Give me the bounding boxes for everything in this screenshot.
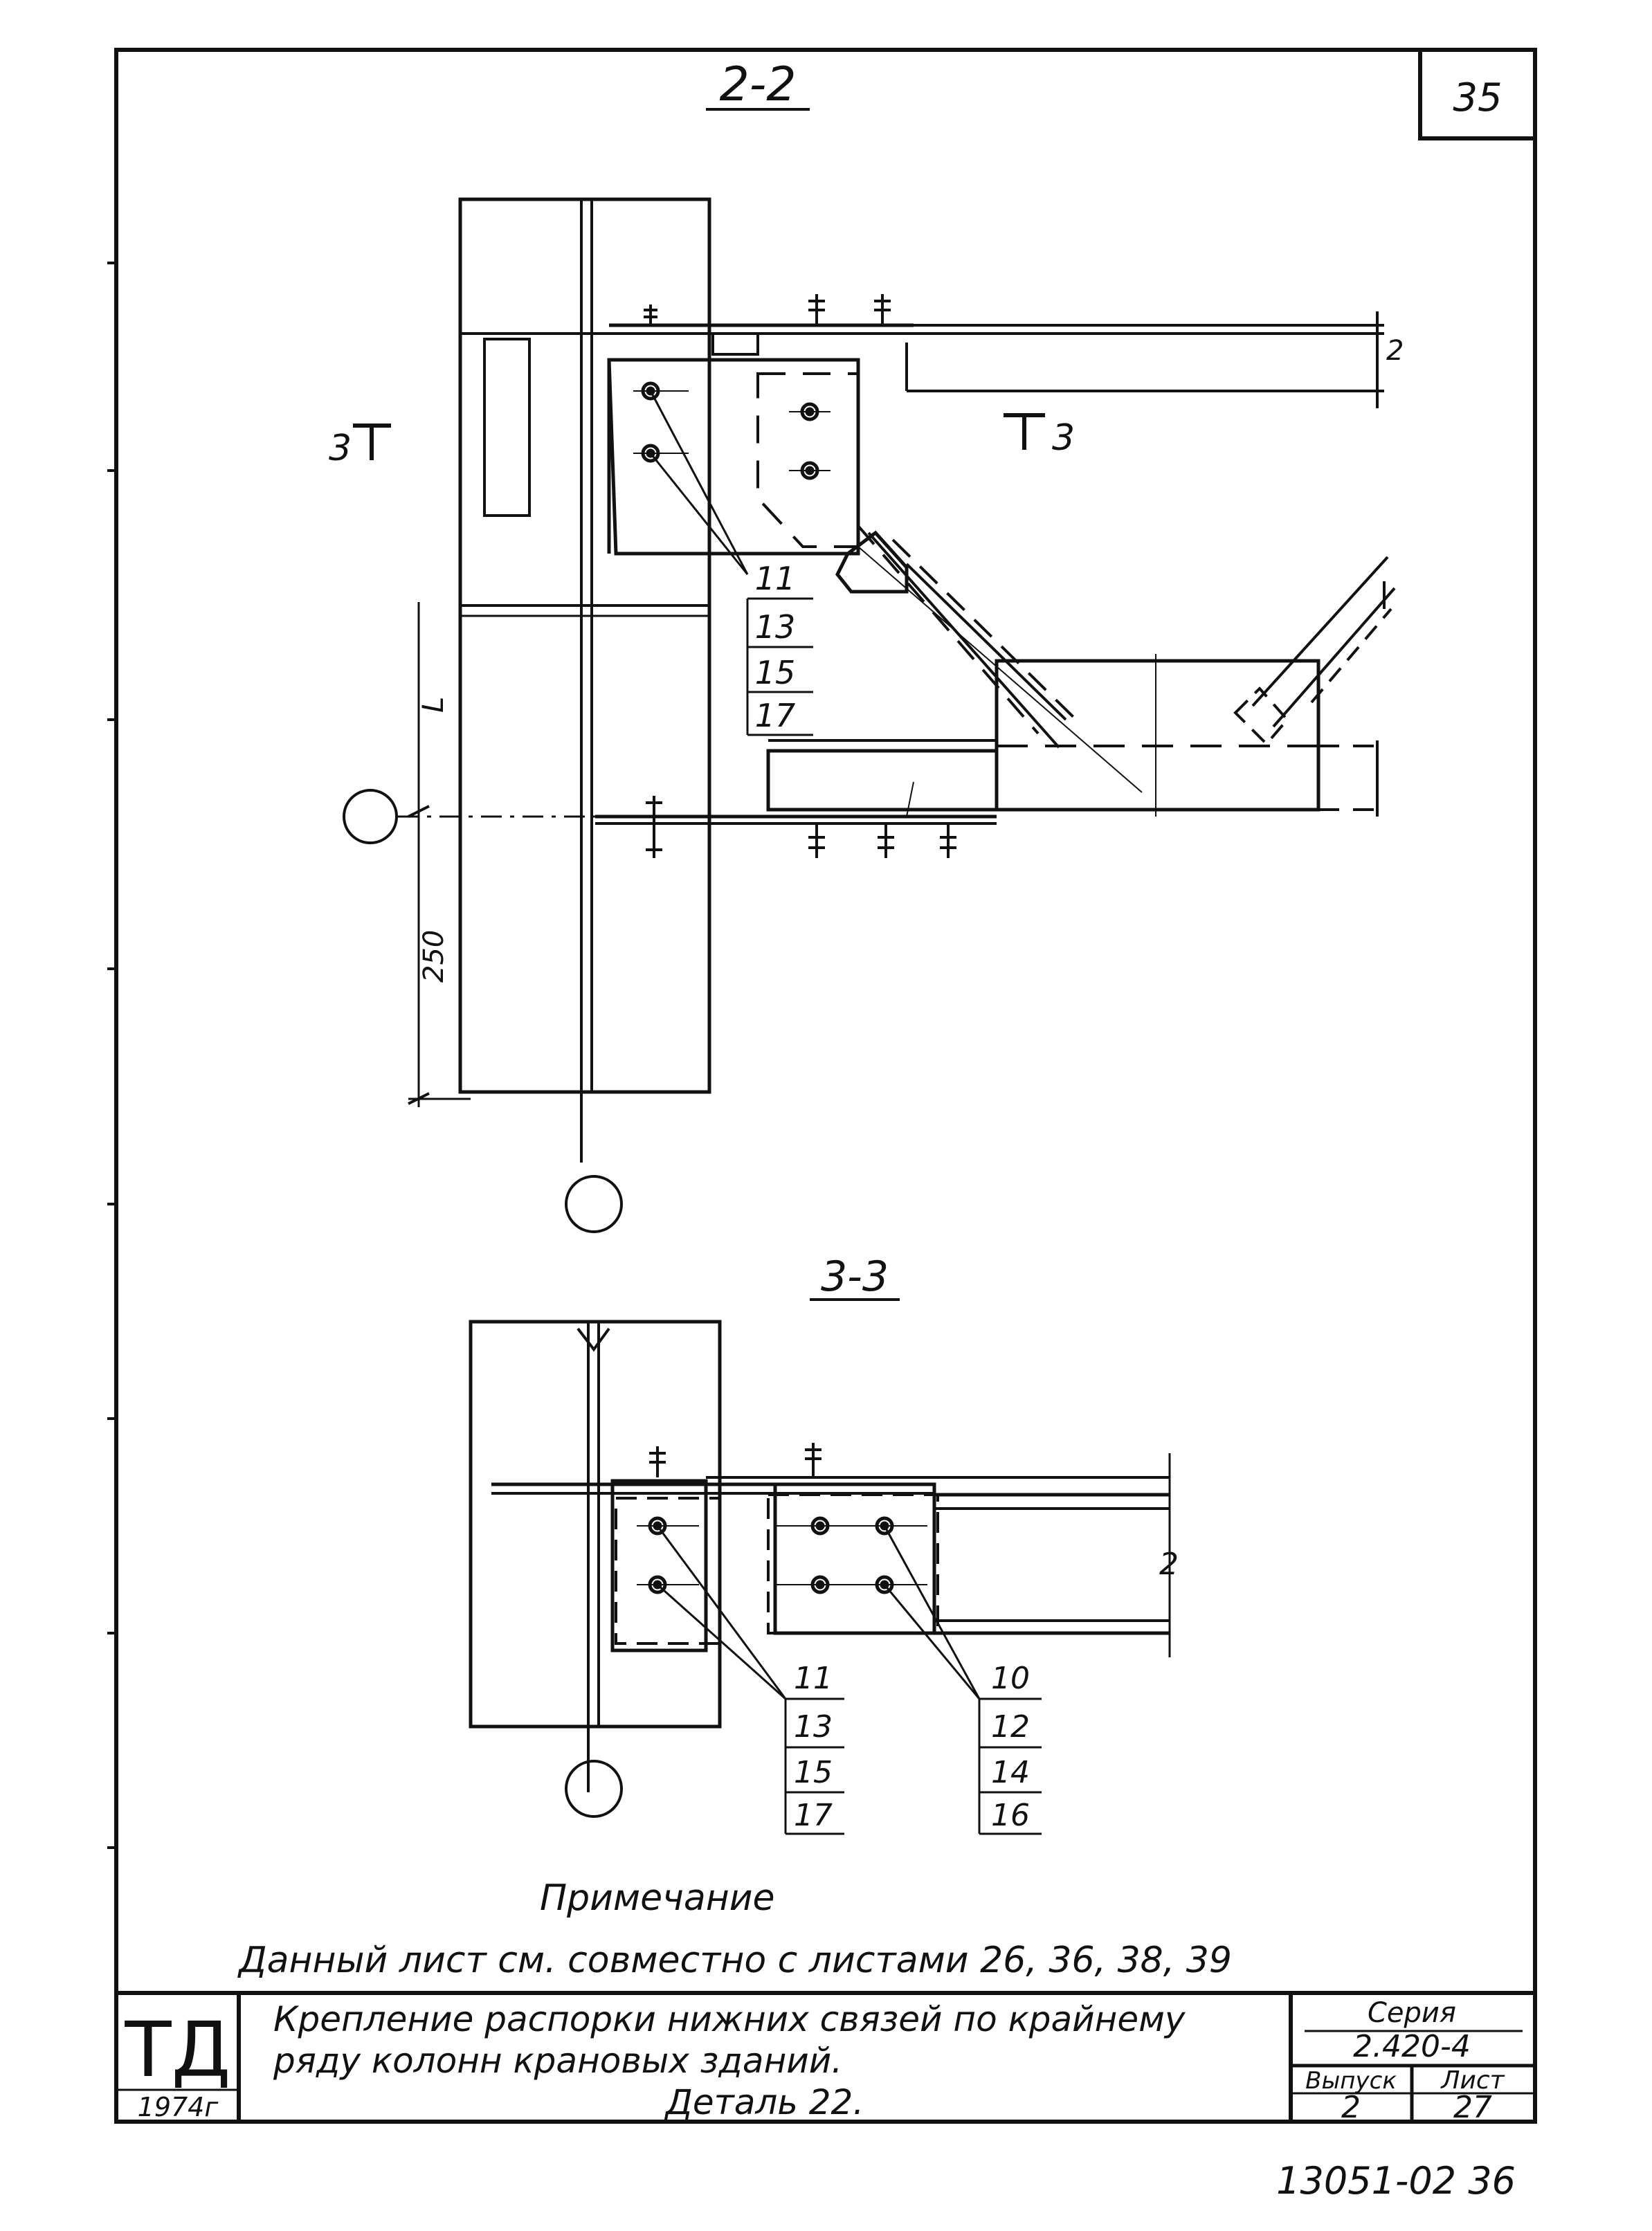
bolt-hole (789, 402, 830, 421)
callout-group-b: 11 13 15 17 (794, 1661, 833, 1833)
sheet-frame (107, 48, 1537, 2124)
issue-value: 2 (1341, 2090, 1361, 2125)
callout-number: 13 (755, 608, 796, 646)
bolt-hole (775, 1575, 927, 1594)
sheet-label: Лист (1440, 2066, 1505, 2095)
callout-number: 11 (794, 1661, 833, 1696)
document-number: 13051-02 36 (1276, 2159, 1516, 2203)
bolt-hole (789, 461, 830, 480)
year: 1974г (138, 2092, 219, 2122)
callout-number: 17 (755, 697, 796, 734)
cut-mark-label-left: 3 (329, 428, 352, 469)
callout-group-a: 11 13 15 17 (755, 560, 796, 734)
title-block (116, 1991, 1535, 2122)
bolt-hole (633, 381, 689, 401)
joint-mark: 2 (1386, 335, 1404, 367)
callout-number: 16 (991, 1798, 1030, 1833)
callout-number: 13 (794, 1709, 833, 1745)
joint-mark-3-3: 2 (1159, 1547, 1179, 1582)
note-heading: Примечание (540, 1877, 775, 1919)
callout-number: 12 (991, 1709, 1030, 1745)
dimension-l: L (416, 697, 450, 713)
callout-group-c: 10 12 14 16 (991, 1661, 1030, 1833)
bolt-hole (637, 1516, 699, 1536)
bolt-hole (637, 1575, 699, 1594)
section-title-2-2: 2-2 (719, 57, 796, 112)
logo: ТД (124, 2005, 230, 2094)
title-line-1: Крепление распорки нижних связей по край… (273, 1999, 1186, 2039)
callout-number: 10 (991, 1661, 1030, 1696)
callout-number: 11 (755, 560, 796, 597)
page-number: 35 (1453, 75, 1502, 120)
callout-number: 17 (794, 1798, 833, 1833)
series-label: Серия (1368, 1997, 1456, 2029)
bolt-hole (775, 1516, 927, 1536)
section-title-3-3: 3-3 (821, 1253, 889, 1301)
axis-marker (565, 1175, 623, 1233)
sheet-value: 27 (1453, 2090, 1492, 2125)
section-2-2 (343, 108, 1396, 1233)
section-3-3 (469, 1298, 1171, 1835)
callout-number: 15 (794, 1755, 833, 1790)
callout-number: 15 (755, 654, 796, 691)
callout-number: 14 (991, 1755, 1030, 1790)
note-text: Данный лист см. совместно с листами 26, … (237, 1940, 1232, 1981)
series-value: 2.420-4 (1353, 2029, 1471, 2064)
issue-label: Выпуск (1305, 2067, 1397, 2095)
cut-mark-label-right: 3 (1052, 417, 1075, 459)
title-line-3: Деталь 22. (664, 2082, 864, 2122)
bolt-hole (633, 444, 689, 463)
axis-marker (343, 789, 398, 844)
axis-marker (565, 1760, 623, 1818)
title-line-2: ряду колонн крановых зданий. (273, 2041, 842, 2081)
dimension-250: 250 (418, 930, 450, 983)
